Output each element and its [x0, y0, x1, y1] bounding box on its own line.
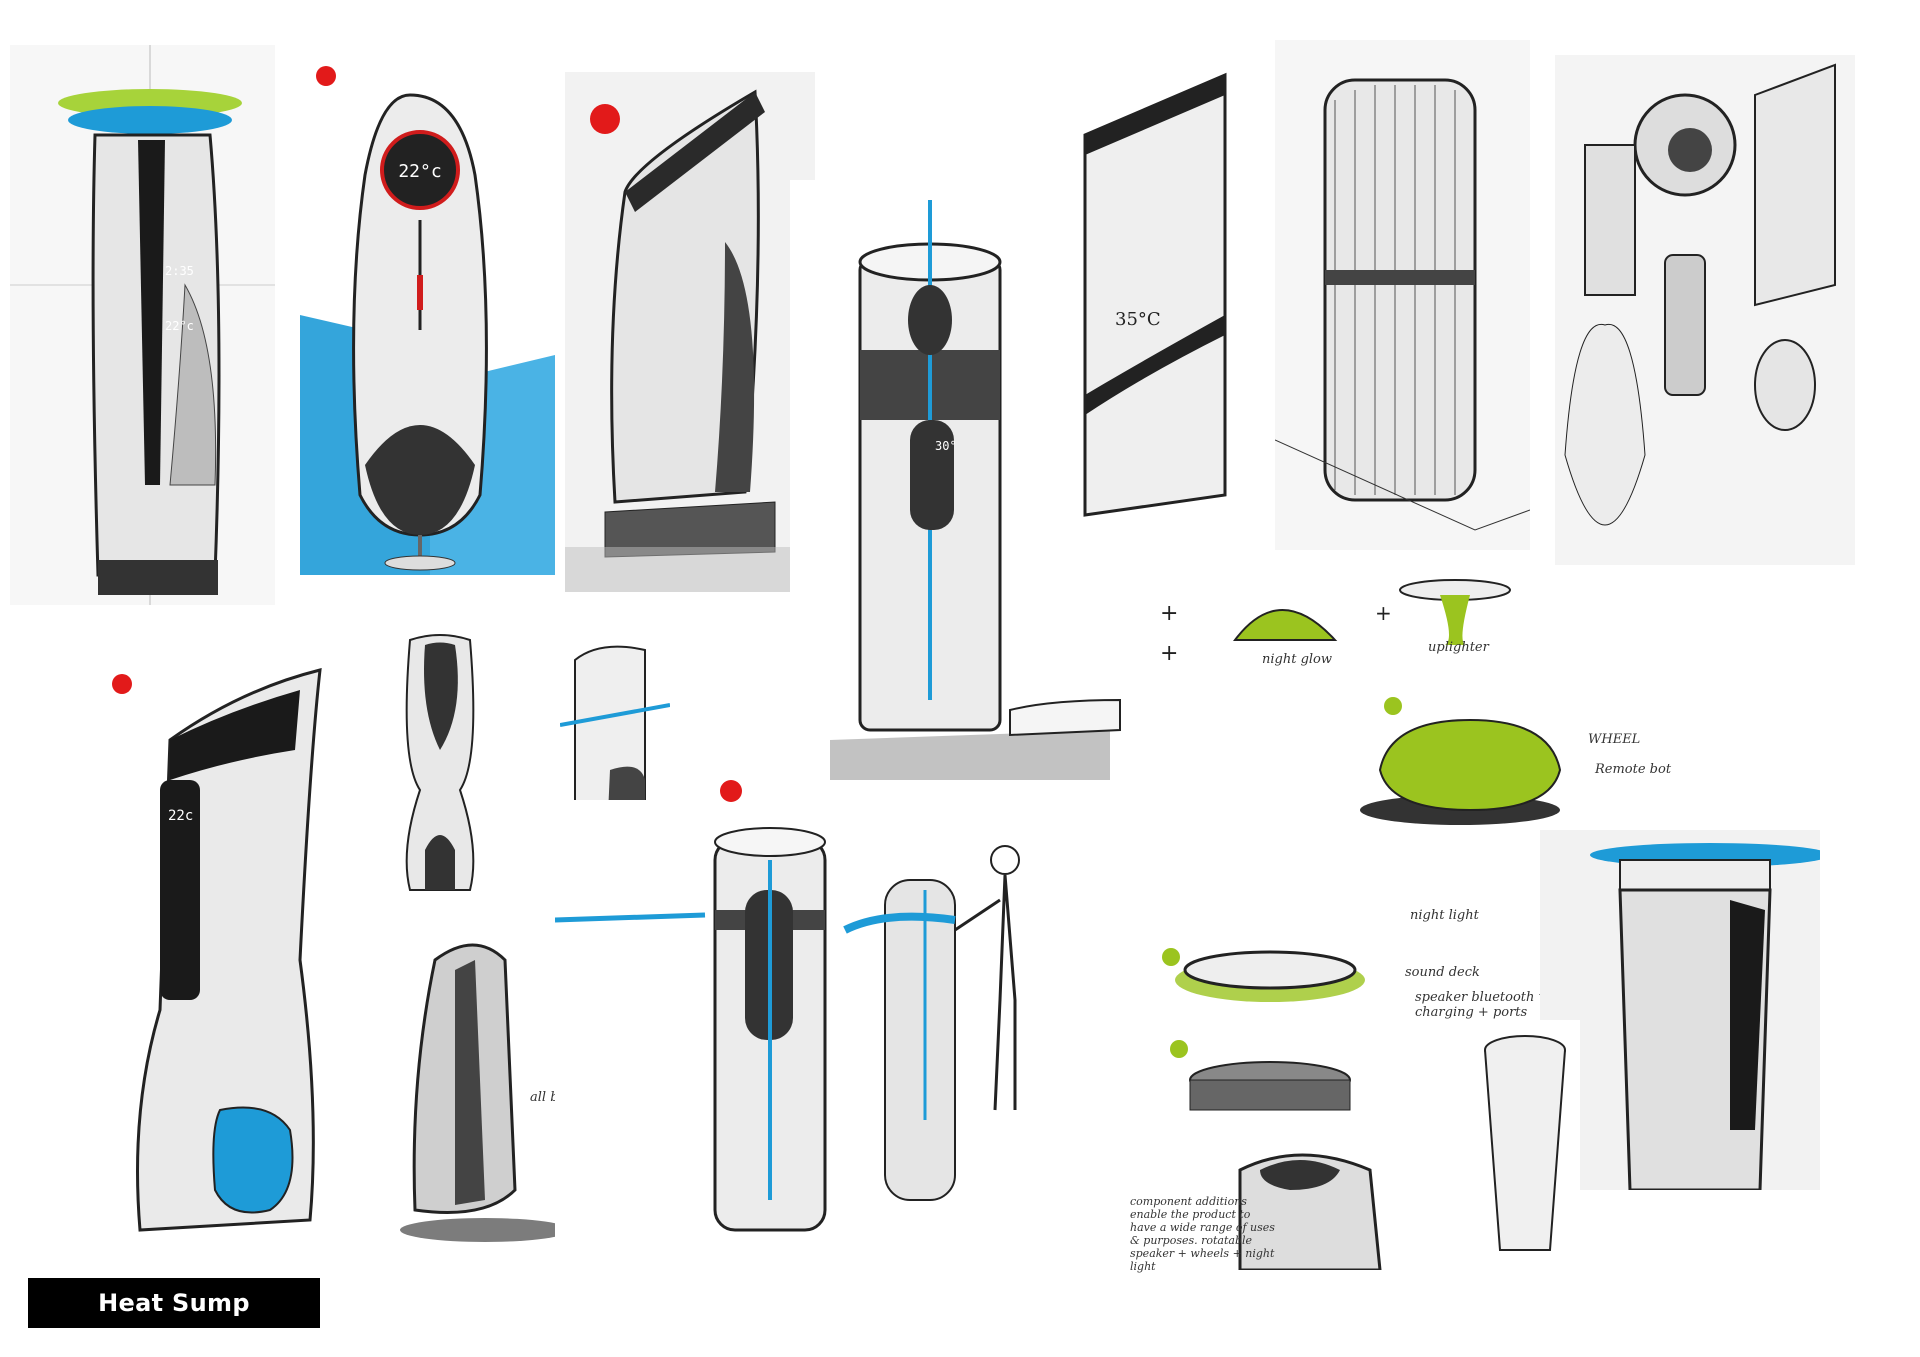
- green-marker-dot: [1162, 948, 1180, 966]
- display-temp-2: 22°c: [398, 161, 441, 182]
- red-marker-dot: [316, 66, 336, 86]
- sketch-remote-bot: [1350, 700, 1590, 830]
- svg-text:+: +: [1375, 601, 1392, 625]
- sketch-tower-green-top: 2:35 22°c: [10, 45, 275, 605]
- green-marker-dot: [1170, 1040, 1188, 1058]
- red-marker-dot: [112, 674, 132, 694]
- display-temp-3: 35°C: [1115, 309, 1161, 330]
- sketch-night-glow-uplighter: + + +: [1140, 570, 1540, 680]
- svg-text:2:35: 2:35: [165, 264, 194, 278]
- sketch-sleek-tower: 35°C: [1045, 55, 1240, 545]
- night-glow-label: night glow: [1262, 652, 1333, 667]
- sketch-hourglass-tower: [380, 620, 500, 900]
- remote-bot-label: Remote bot: [1595, 762, 1672, 777]
- night-light-label: night light: [1410, 908, 1479, 923]
- green-marker-dot: [1384, 697, 1402, 715]
- display-temp-4: 30°: [935, 439, 957, 453]
- svg-text:+: +: [1160, 641, 1178, 666]
- description-label: component additions enable the product t…: [1130, 1195, 1275, 1273]
- sketch-penguin-heater: 22c: [120, 660, 350, 1260]
- page-title: Heat Sump: [28, 1278, 320, 1328]
- svg-text:+: +: [1160, 601, 1178, 626]
- sketch-hatched-cylinder: [1275, 40, 1530, 550]
- display-temp-5: 22c: [168, 808, 193, 824]
- sketch-cup: [1460, 1020, 1580, 1260]
- uplighter-label: uplighter: [1428, 640, 1489, 655]
- sketch-cylinder-human-scale: [555, 800, 1055, 1250]
- wheel-label: WHEEL: [1588, 732, 1641, 747]
- sketch-egg-heater: 22°c: [280, 55, 560, 580]
- red-marker-dot: [590, 104, 620, 134]
- sketch-modular-exploded: [1140, 890, 1470, 1270]
- sketch-tower-blue-top: [1540, 830, 1820, 1190]
- sketch-concept-group: [1555, 55, 1855, 565]
- red-marker-dot: [720, 780, 742, 802]
- sketch-black-tower: [395, 930, 575, 1250]
- sound-deck-label: sound deck: [1405, 965, 1480, 980]
- sketch-angular-tower: [565, 72, 815, 592]
- display-temp-1: 22°c: [165, 319, 194, 333]
- speaker-label: speaker bluetooth with charging + ports: [1415, 990, 1568, 1020]
